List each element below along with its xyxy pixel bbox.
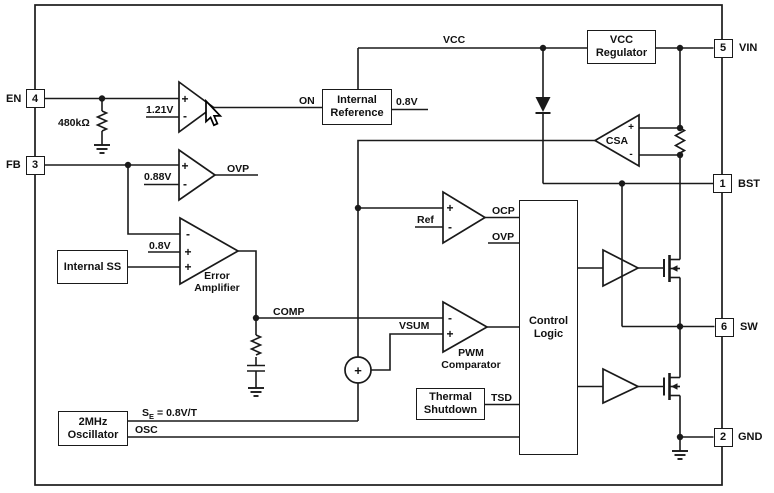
internal-ss-block: Internal SS (57, 250, 128, 284)
pin-en-label: EN (6, 92, 22, 105)
pin-fb-box: 3 (25, 155, 45, 175)
ovp-comparator-minus: - (183, 177, 187, 191)
pin-bst-box: 1 (713, 174, 732, 193)
pin-gnd-box: 2 (713, 427, 733, 447)
pwm-comparator-label-line1: PWM (458, 347, 484, 359)
vcc-label: VCC (443, 34, 466, 46)
comp-label: COMP (273, 305, 305, 318)
pin-vin-number: 5 (719, 42, 727, 54)
internal-reference-line1: Internal (337, 94, 377, 106)
error-amplifier-label-line1: Error (204, 270, 230, 282)
pwm-comparator-label-line2: Comparator (441, 359, 501, 371)
ocp-label: OCP (492, 205, 515, 217)
oscillator-line2: Oscillator (67, 428, 119, 441)
ovp-in-label: OVP (492, 230, 515, 243)
pin-sw-box: 6 (714, 317, 734, 337)
current-sense-resistor (673, 127, 687, 154)
summing-junction-plus: + (354, 362, 362, 378)
ocp-comparator-plus: + (446, 201, 454, 215)
pin-sw-label: SW (740, 321, 758, 333)
error-amp-plus2: + (184, 260, 192, 274)
pwm-comparator-label: PWM Comparator (421, 347, 521, 371)
internal-ss-line1: Internal SS (63, 260, 122, 273)
current-sense-amplifier (593, 113, 640, 168)
ic-border (34, 4, 723, 486)
control-logic-block: Control Logic (519, 200, 578, 455)
thermal-shutdown-block: Thermal Shutdown (416, 388, 485, 420)
ovp-out-label: OVP (227, 163, 250, 175)
en-comparator (178, 80, 215, 134)
error-amplifier-label-line2: Amplifier (194, 282, 240, 294)
ovp-comparator-plus: + (181, 158, 189, 173)
pin-sw-number: 6 (720, 321, 728, 333)
on-label: ON (299, 95, 315, 107)
tsd-label: TSD (491, 392, 512, 404)
pin-gnd-label: GND (738, 431, 763, 443)
error-amplifier (179, 216, 240, 286)
slope-comp-label: SE= 0.8V/T (142, 407, 197, 421)
error-amp-minus: - (186, 227, 190, 241)
bootstrap-diode (535, 97, 551, 114)
ground-symbol-comp (248, 387, 264, 397)
ocp-comparator (442, 190, 487, 245)
control-logic-line1: Control (528, 314, 569, 327)
ocp-ref-label: Ref (417, 213, 434, 226)
mouse-cursor (205, 98, 223, 127)
en-comparator-minus: - (183, 109, 187, 123)
se-sub: E (149, 411, 155, 421)
summing-junction (344, 356, 372, 384)
ea-ref-label: 0.8V (149, 239, 171, 252)
en-pulldown-resistor (95, 110, 109, 132)
ovp-ref-label: 0.88V (144, 171, 172, 183)
low-side-driver (602, 367, 640, 405)
high-side-mosfet (663, 255, 681, 327)
pwm-comparator-plus: + (446, 327, 454, 341)
error-amp-plus1: + (184, 245, 192, 259)
pin-fb-number: 3 (31, 159, 39, 171)
vcc-regulator-block: VCC Regulator (587, 30, 656, 64)
en-comparator-plus: + (181, 91, 189, 106)
internal-reference-line2: Reference (330, 107, 384, 119)
csa-label: CSA (605, 134, 629, 147)
vcc-regulator-line2: Regulator (595, 47, 648, 59)
ocp-comparator-minus: - (448, 220, 452, 234)
wires (44, 47, 715, 451)
pin-vin-box: 5 (713, 38, 733, 58)
oscillator-block: 2MHz Oscillator (58, 411, 128, 446)
ground-symbol-en (94, 144, 110, 154)
csa-plus: + (628, 122, 634, 133)
high-side-driver (602, 248, 640, 288)
pin-en-box: 4 (25, 89, 45, 108)
internal-reference-block: Internal Reference (322, 89, 392, 125)
pwm-comparator-minus: - (448, 311, 452, 325)
pin-fb-label: FB (6, 159, 21, 171)
pin-gnd-number: 2 (719, 431, 727, 443)
pin-vin-label: VIN (739, 42, 758, 54)
en-ref-label: 1.21V (146, 103, 174, 116)
pin-bst-label: BST (738, 177, 760, 190)
vcc-regulator-line1: VCC (609, 34, 634, 46)
ovp-comparator (178, 148, 217, 202)
pin-bst-number: 1 (719, 177, 726, 190)
ground-symbol-gnd (672, 450, 688, 460)
osc-label: OSC (135, 424, 158, 436)
error-amplifier-label: Error Amplifier (167, 270, 267, 294)
ref-out-label: 0.8V (396, 95, 418, 108)
control-logic-line2: Logic (533, 327, 564, 340)
thermal-shutdown-line1: Thermal (429, 391, 472, 403)
pin-en-number: 4 (31, 92, 39, 105)
se-rest: = 0.8V/T (157, 406, 198, 419)
low-side-mosfet (663, 326, 681, 437)
comp-resistor (249, 334, 263, 356)
pwm-comparator (442, 300, 489, 354)
oscillator-line1: 2MHz (78, 415, 108, 428)
thermal-shutdown-line2: Shutdown (423, 404, 478, 416)
vsum-label: VSUM (399, 319, 430, 332)
junction-dots (98, 44, 684, 441)
pulldown-resistor-label: 480kΩ (58, 116, 90, 129)
csa-minus: - (629, 149, 633, 160)
se-base: S (142, 406, 150, 419)
